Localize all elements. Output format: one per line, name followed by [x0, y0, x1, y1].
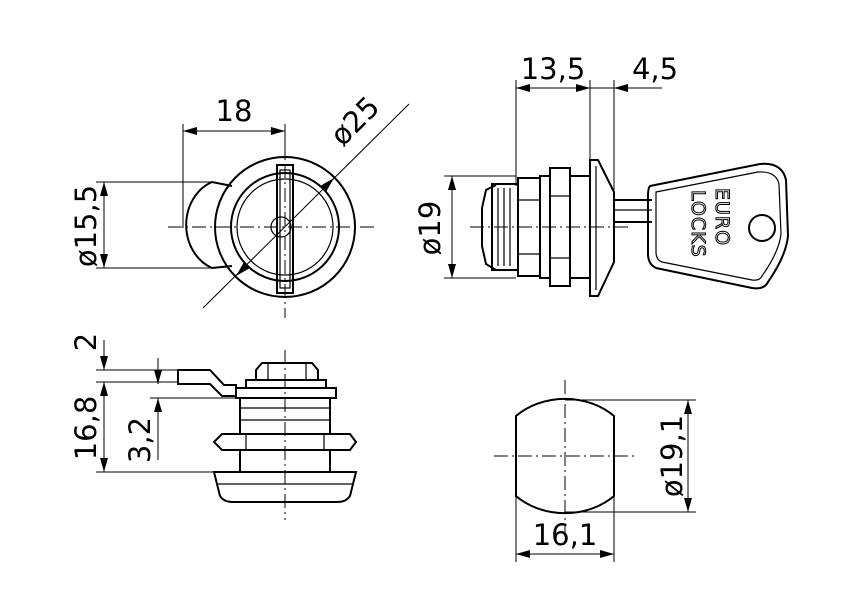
dim-thread-diameter-label: ø19 — [413, 201, 447, 256]
key-brand-line-2: LOCKS — [687, 190, 709, 258]
dim-total-height-label: 16,8 — [69, 396, 103, 461]
key-head — [647, 162, 790, 290]
dim-width-label: 18 — [216, 94, 253, 128]
side-view: EURO LOCKS 13,5 4,5 ø19 — [413, 52, 790, 297]
front-view: 18 ø25 ø15,5 — [69, 90, 410, 318]
dim-cutout-diameter-label: ø19,1 — [655, 415, 689, 497]
cam-lever — [177, 369, 237, 397]
plug-circle — [236, 178, 334, 276]
flange — [212, 471, 358, 503]
dim-body-diameter-label: ø15,5 — [69, 185, 103, 267]
hex-nut — [212, 433, 358, 451]
key-head-inner — [655, 171, 782, 281]
dim-cutout-flat-label: 16,1 — [533, 518, 598, 552]
dim-body-length-label: 13,5 — [521, 52, 586, 86]
key-ring-hole — [748, 214, 776, 242]
dim-cam-offset-label: 3,2 — [123, 417, 157, 463]
dim-cam-thickness-label: 2 — [69, 333, 103, 351]
dim-flange-thickness-label: 4,5 — [632, 52, 678, 86]
screw-head — [255, 362, 319, 381]
screw-washer — [245, 379, 327, 389]
key-brand-line-1: EURO — [711, 188, 733, 246]
elevation-view: 2 16,8 3,2 — [69, 333, 358, 520]
panel-cutout-view: ø19,1 16,1 — [494, 380, 696, 562]
dim-flange-diameter-label: ø25 — [324, 90, 387, 153]
cam-plate — [235, 387, 337, 399]
key-brand-logo: EURO LOCKS — [687, 188, 734, 259]
flange — [589, 159, 615, 297]
cam-outline — [185, 180, 233, 270]
